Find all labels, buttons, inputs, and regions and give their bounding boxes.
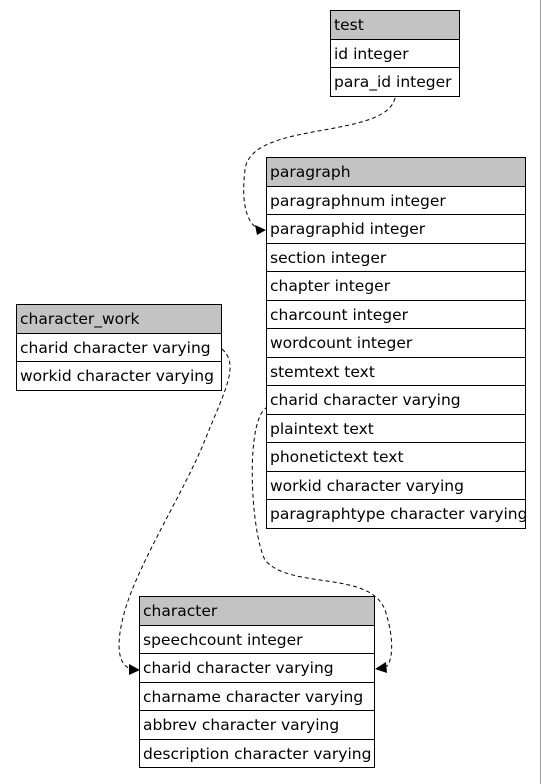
column-row: phonetictext text: [267, 443, 526, 472]
relation-paragraph-character: [251, 406, 393, 669]
table-header: character: [140, 597, 375, 626]
arrowhead-character-charid-left: [129, 664, 140, 675]
column-row: charname character varying: [140, 682, 375, 711]
arrowhead-paragraphid: [255, 225, 266, 235]
column-row: charid character varying: [267, 386, 526, 415]
column-row: charid character varying: [17, 333, 222, 362]
column-row: plaintext text: [267, 414, 526, 443]
column-row: charid character varying: [140, 654, 375, 683]
column-row: paragraphid integer: [267, 215, 526, 244]
column-row: description character varying: [140, 739, 375, 768]
table-character[interactable]: character speechcount integer charid cha…: [139, 596, 375, 768]
table-header: paragraph: [267, 158, 526, 187]
column-row: chapter integer: [267, 272, 526, 301]
table-paragraph[interactable]: paragraph paragraphnum integer paragraph…: [266, 157, 527, 529]
column-row: id integer: [331, 39, 460, 68]
table-test[interactable]: test id integer para_id integer: [330, 10, 460, 97]
column-row: wordcount integer: [267, 329, 526, 358]
column-row: stemtext text: [267, 357, 526, 386]
table-header: character_work: [17, 305, 222, 334]
table-character-work[interactable]: character_work charid character varying …: [16, 304, 222, 391]
column-row: paragraphnum integer: [267, 186, 526, 215]
column-row: workid character varying: [267, 471, 526, 500]
column-row: abbrev character varying: [140, 711, 375, 740]
column-row: section integer: [267, 243, 526, 272]
relation-characterwork-character: [118, 348, 231, 670]
column-row: charcount integer: [267, 300, 526, 329]
column-row: workid character varying: [17, 362, 222, 391]
table-header: test: [331, 11, 460, 40]
arrowhead-character-charid-right: [375, 662, 387, 673]
column-row: para_id integer: [331, 68, 460, 97]
column-row: paragraphtype character varying: [267, 500, 527, 529]
relation-test-paragraph: [243, 97, 396, 231]
column-row: speechcount integer: [140, 625, 375, 654]
